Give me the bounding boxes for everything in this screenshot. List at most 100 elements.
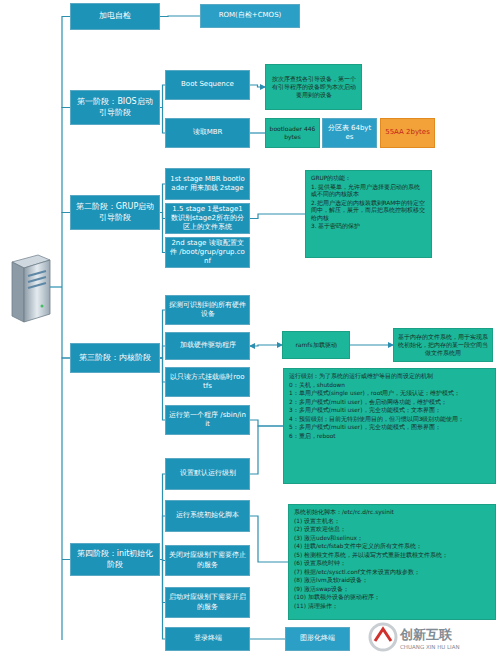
- node-text: 5：多用户模式(multi user)，完全功能模式，图形界面；: [289, 424, 441, 432]
- connector: [62, 358, 70, 560]
- process-box: 启动对应级别下需要开启的服务: [165, 587, 250, 618]
- watermark-text: CHUANG XIN HU LIAN: [400, 644, 460, 650]
- node-text: 运行第一个程序 /sbin/init: [169, 411, 246, 429]
- node-text: 1.5 stage 1是stage1 数识别stage2所在的分区上的文件系统: [169, 205, 246, 232]
- process-box: 关闭对应级别下需要停止的服务: [165, 545, 250, 576]
- node-text: 分区表 64bytes: [326, 124, 373, 142]
- stage-box: 第二阶段：GRUP启动引导阶段: [70, 195, 160, 230]
- connector: [250, 85, 265, 87]
- node-text: ramfs加载驱动: [295, 341, 336, 349]
- connector: [250, 516, 288, 562]
- connector: [350, 344, 393, 345]
- process-box: 1.5 stage 1是stage1 数识别stage2所在的分区上的文件系统: [165, 203, 250, 234]
- stage-box: 加电自检: [70, 3, 160, 30]
- process-box: 以只读方式挂载临时rootfs: [165, 367, 250, 397]
- node-text: 0：关机，shutdown: [289, 382, 345, 390]
- node-text: 第二阶段：GRUP启动引导阶段: [74, 202, 156, 223]
- note-box: 运行级别：为了系统的运行或维护等目的而设定的机制0：关机，shutdown1：单…: [283, 368, 496, 484]
- stage-box: 第四阶段：init初始化阶段: [70, 543, 160, 576]
- node-text: (1) 设置主机名；: [294, 518, 340, 526]
- process-box: 登录终端: [165, 627, 250, 651]
- note-box: 按次序查找各引导设备，第一个有引导程序的设备即为本次启动要用到的设备: [265, 64, 362, 110]
- node-text: 登录终端: [194, 634, 222, 643]
- node-text: GRUP的功能：: [311, 175, 351, 183]
- process-box: 1st stage MBR bootloader 用来加载 2stage: [165, 168, 250, 200]
- node-text: (7) 根据/etc/sysctl.conf文件来设置内核参数；: [294, 569, 420, 577]
- node-text: 加载硬件驱动程序: [180, 341, 236, 350]
- node-text: 系统初始化脚本：/etc/rc.d/rc.sysinit: [294, 509, 394, 517]
- node-text: 加电自检: [99, 11, 131, 21]
- node-text: 3. 基于密码的保护: [311, 223, 360, 231]
- node-text: (6) 设置系统时钟；: [294, 560, 346, 568]
- node-text: 1. 提供菜单，允许用户选择要启动的系统或不同的内核版本: [311, 184, 426, 199]
- process-box: 加载硬件驱动程序: [165, 332, 250, 360]
- watermark-logo: [370, 624, 396, 650]
- node-text: (9) 激活swap设备；: [294, 586, 349, 594]
- node-text: 4：预留级别；目前无特别使用目的，但习惯以同3级别功能使用；: [289, 416, 464, 424]
- node-text: 第一阶段：BIOS启动引导阶段: [74, 97, 156, 118]
- connector: [250, 132, 265, 133]
- node-text: 2：多用户模式(multi user)，会启动网络功能，维护模式；: [289, 399, 447, 407]
- node-text: 关闭对应级别下需要停止的服务: [169, 551, 246, 569]
- node-text: 6：重启，reboot: [289, 433, 336, 441]
- node-text: (11) 清理操作；: [294, 603, 338, 611]
- process-box: 设置默认运行级别: [165, 458, 250, 490]
- node-text: (5) 检测根文件系统，并以读写方式重新挂载根文件系统；: [294, 552, 448, 560]
- process-box: 探测可识别到的所有硬件设备: [165, 295, 250, 325]
- node-text: 探测可识别到的所有硬件设备: [169, 301, 246, 319]
- node-text: 1st stage MBR bootloader 用来加载 2stage: [169, 175, 246, 193]
- process-box: ROM(自检+CMOS): [200, 4, 300, 28]
- node-text: Boot Sequence: [181, 80, 234, 89]
- node-text: ROM(自检+CMOS): [219, 11, 282, 20]
- connector: [250, 426, 283, 474]
- node-text: (3) 激活udev和selinux；: [294, 535, 363, 543]
- spine-line: [61, 560, 62, 640]
- process-box: 2nd stage 读取配置文件 /boot/grup/grup.conf: [165, 237, 250, 268]
- connector: [62, 108, 70, 213]
- process-box: 读取MBR: [165, 118, 250, 148]
- process-box: Boot Sequence: [165, 70, 250, 100]
- node-text: 基于内存的文件系统，用于实现系统初始化，把内存的某一段空间当做文件系统用: [397, 333, 489, 356]
- process-box: 图形化终端: [285, 627, 350, 651]
- node-text: 图形化终端: [300, 634, 335, 643]
- spine-line: [50, 286, 62, 287]
- node-text: 55AA 2bytes: [385, 128, 430, 137]
- connector: [250, 420, 283, 426]
- server-icon: [12, 255, 50, 322]
- node-text: (8) 激活lvm及软raid设备；: [294, 577, 368, 585]
- node-text: 第四阶段：init初始化阶段: [74, 549, 156, 570]
- connector: [62, 17, 70, 108]
- process-box: 分区表 64bytes: [322, 118, 377, 148]
- node-text: 第三阶段：内核阶段: [79, 353, 151, 363]
- node-text: 以只读方式挂载临时rootfs: [169, 373, 246, 391]
- stage-box: 第三阶段：内核阶段: [70, 343, 160, 373]
- node-text: 启动对应级别下需要开启的服务: [169, 593, 246, 611]
- connector: [62, 213, 70, 359]
- process-box: 运行第一个程序 /sbin/init: [165, 405, 250, 435]
- connector: [250, 638, 285, 639]
- connector: [250, 345, 282, 346]
- note-box: GRUP的功能：1. 提供菜单，允许用户选择要启动的系统或不同的内核版本2.把用…: [305, 170, 432, 258]
- node-text: 运行级别：为了系统的运行或维护等目的而设定的机制: [289, 373, 433, 381]
- connector: [250, 214, 305, 219]
- node-text: (10) 加载额外设备的驱动程序；: [294, 594, 380, 602]
- node-text: (4) 挂载/etc/fstab文件中定义的所有文件系统；: [294, 543, 422, 551]
- node-text: 2.把用户选定的内核装载到RAM中的特定空间中，解压，展开，而后把系统控制权移交…: [311, 200, 426, 223]
- stage-box: 第一阶段：BIOS启动引导阶段: [70, 90, 160, 125]
- note-box: bootloader 446bytes: [265, 118, 320, 148]
- node-text: 读取MBR: [193, 128, 223, 137]
- node-text: 按次序查找各引导设备，第一个有引导程序的设备即为本次启动要用到的设备: [269, 75, 358, 98]
- node-text: bootloader 446bytes: [269, 125, 316, 141]
- process-box: 运行系统初始化脚本: [165, 500, 250, 532]
- note-box: 基于内存的文件系统，用于实现系统初始化，把内存的某一段空间当做文件系统用: [393, 328, 493, 362]
- node-text: 2nd stage 读取配置文件 /boot/grup/grup.conf: [169, 239, 246, 266]
- node-text: 运行系统初始化脚本: [176, 511, 239, 520]
- node-text: 1：单用户模式(single user)，root用户，无须认证；维护模式；: [289, 390, 460, 398]
- connector: [160, 15, 200, 17]
- node-text: 3：多用户模式(multi user)，完全功能模式；文本界面；: [289, 407, 441, 415]
- watermark-text: 创新互联: [400, 626, 452, 644]
- node-text: 设置默认运行级别: [180, 469, 236, 478]
- note-box: ramfs加载驱动: [282, 331, 350, 359]
- process-box: 55AA 2bytes: [380, 118, 435, 148]
